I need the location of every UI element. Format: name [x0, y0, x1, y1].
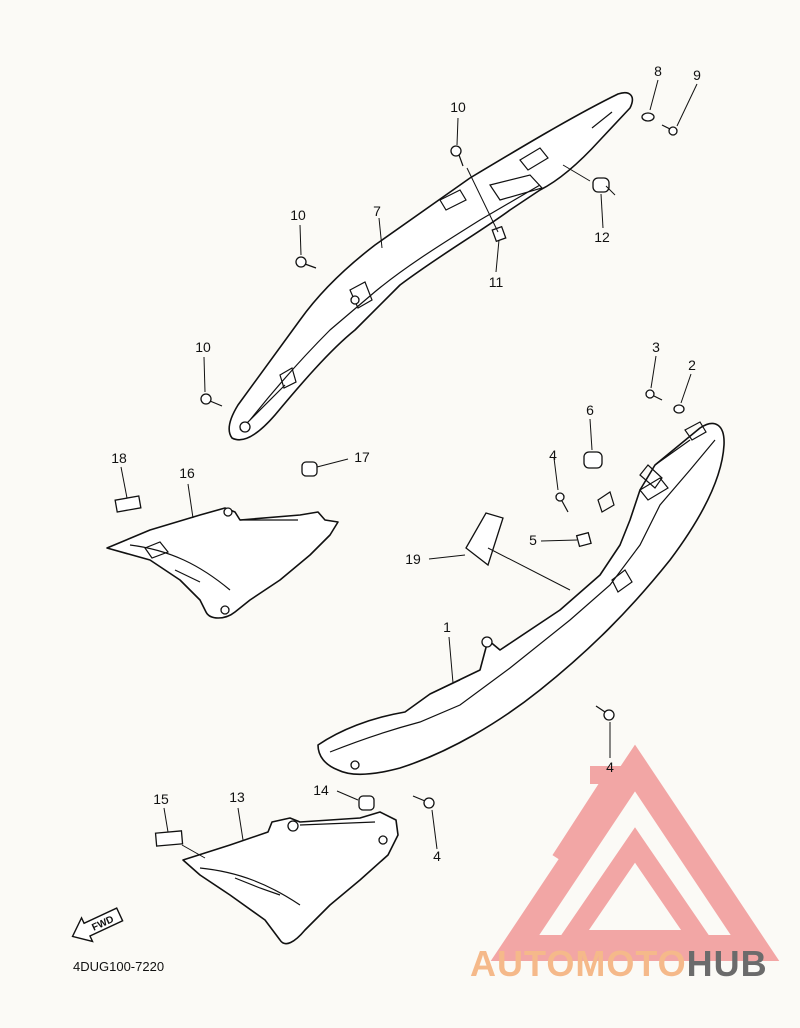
screw-10-mid: [295, 256, 317, 269]
callout-4-right: 4: [606, 759, 614, 775]
pad-15: [154, 830, 184, 847]
screw-4-top: [555, 492, 569, 513]
watermark-text-part1: AUTOMOTO: [470, 943, 687, 984]
screw-9: [661, 124, 678, 136]
callout-4-top: 4: [549, 447, 557, 463]
callout-8: 8: [654, 63, 662, 79]
callout-12: 12: [594, 229, 610, 245]
hardware: [114, 112, 685, 847]
pad-18: [114, 495, 142, 513]
callout-6: 6: [586, 402, 594, 418]
fwd-arrow-icon: FWD: [71, 907, 124, 943]
washer-2: [673, 404, 685, 414]
callout-1: 1: [443, 619, 451, 635]
part-16-side-panel: [106, 507, 339, 619]
washer-8: [641, 112, 655, 122]
callout-9: 9: [693, 67, 701, 83]
part-7-upper-side-cover: [228, 92, 634, 441]
grommet-6: [583, 451, 603, 469]
nut-14: [358, 795, 375, 811]
callout-16: 16: [179, 465, 195, 481]
callout-4-bottom: 4: [433, 848, 441, 864]
callout-17: 17: [354, 449, 370, 465]
screw-10-top: [450, 145, 464, 167]
nut-5: [575, 531, 592, 548]
watermark-text-part2: HUB: [687, 943, 768, 984]
diagram-code: 4DUG100-7220: [73, 959, 164, 974]
callout-2: 2: [688, 357, 696, 373]
nut-17: [301, 461, 318, 477]
callout-13: 13: [229, 789, 245, 805]
callout-15: 15: [153, 791, 169, 807]
callout-5: 5: [529, 532, 537, 548]
callout-3: 3: [652, 339, 660, 355]
screw-3: [645, 389, 663, 401]
callout-10-low: 10: [195, 339, 211, 355]
part-1-lower-side-cover: [317, 421, 725, 776]
watermark-text: AUTOMOTOHUB: [470, 943, 768, 984]
screw-4-bottom: [412, 795, 435, 809]
callout-10-top: 10: [450, 99, 466, 115]
callout-14: 14: [313, 782, 329, 798]
label-19: [465, 512, 504, 567]
screw-4-right: [595, 705, 615, 721]
screw-10-low: [200, 393, 223, 407]
callout-18: 18: [111, 450, 127, 466]
callout-10-mid: 10: [290, 207, 306, 223]
callout-19: 19: [405, 551, 421, 567]
callouts: 1 2 3 4 4 4 5 6 7 8 9 10 10 10 11 12 13 …: [111, 63, 701, 864]
fwd-label: FWD: [90, 914, 115, 934]
grommet-12: [592, 177, 610, 193]
callout-7: 7: [373, 203, 381, 219]
leader-lines: [120, 79, 698, 859]
watermark-logo: [490, 744, 780, 961]
part-13-side-panel: [182, 811, 399, 945]
callout-11: 11: [489, 274, 504, 290]
